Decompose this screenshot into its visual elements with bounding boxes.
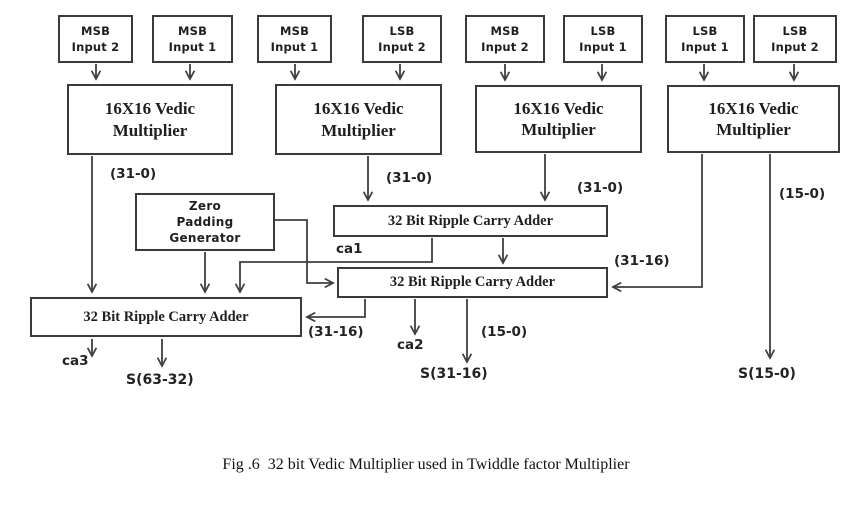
wire-adder2-adder3 (307, 299, 366, 317)
label-sum-low: S(15-0) (738, 366, 796, 382)
label-mult1-bits: (31-0) (110, 166, 157, 182)
label-mult3-bits: (31-0) (577, 180, 624, 196)
multiplier-2: 16X16 Vedic Multiplier (275, 84, 442, 155)
input-box-lsb2-b: LSB Input 2 (753, 15, 837, 63)
label-sum-high: S(63-32) (126, 372, 194, 388)
ripple-carry-adder-2: 32 Bit Ripple Carry Adder (337, 267, 608, 298)
multiplier-3: 16X16 Vedic Multiplier (475, 85, 642, 153)
label-adder2-sum-bits: (15-0) (481, 324, 528, 340)
label-carry3: ca3 (62, 353, 89, 369)
input-box-msb1-b: MSB Input 1 (257, 15, 332, 63)
input-box-lsb2-a: LSB Input 2 (362, 15, 442, 63)
ripple-carry-adder-3: 32 Bit Ripple Carry Adder (30, 297, 302, 337)
multiplier-4: 16X16 Vedic Multiplier (667, 85, 840, 153)
input-box-msb1-a: MSB Input 1 (152, 15, 233, 63)
label-mult4-low-bits: (15-0) (779, 186, 826, 202)
input-box-msb2-a: MSB Input 2 (58, 15, 133, 63)
label-carry2: ca2 (397, 337, 424, 353)
input-box-lsb1-b: LSB Input 1 (665, 15, 745, 63)
input-box-lsb1-a: LSB Input 1 (563, 15, 643, 63)
label-mult2-bits: (31-0) (386, 170, 433, 186)
multiplier-1: 16X16 Vedic Multiplier (67, 84, 233, 155)
figure-caption: Fig .6 32 bit Vedic Multiplier used in T… (222, 456, 630, 473)
label-mult4-high-bits: (31-16) (614, 253, 670, 269)
label-carry1: ca1 (336, 241, 363, 257)
wire-zpg-adder2 (275, 219, 333, 283)
label-adder2-to-adder3-bits: (31-16) (308, 324, 364, 340)
zero-padding-generator: Zero Padding Generator (135, 193, 275, 251)
input-box-msb2-b: MSB Input 2 (465, 15, 545, 63)
label-sum-mid: S(31-16) (420, 366, 488, 382)
ripple-carry-adder-1: 32 Bit Ripple Carry Adder (333, 205, 608, 237)
